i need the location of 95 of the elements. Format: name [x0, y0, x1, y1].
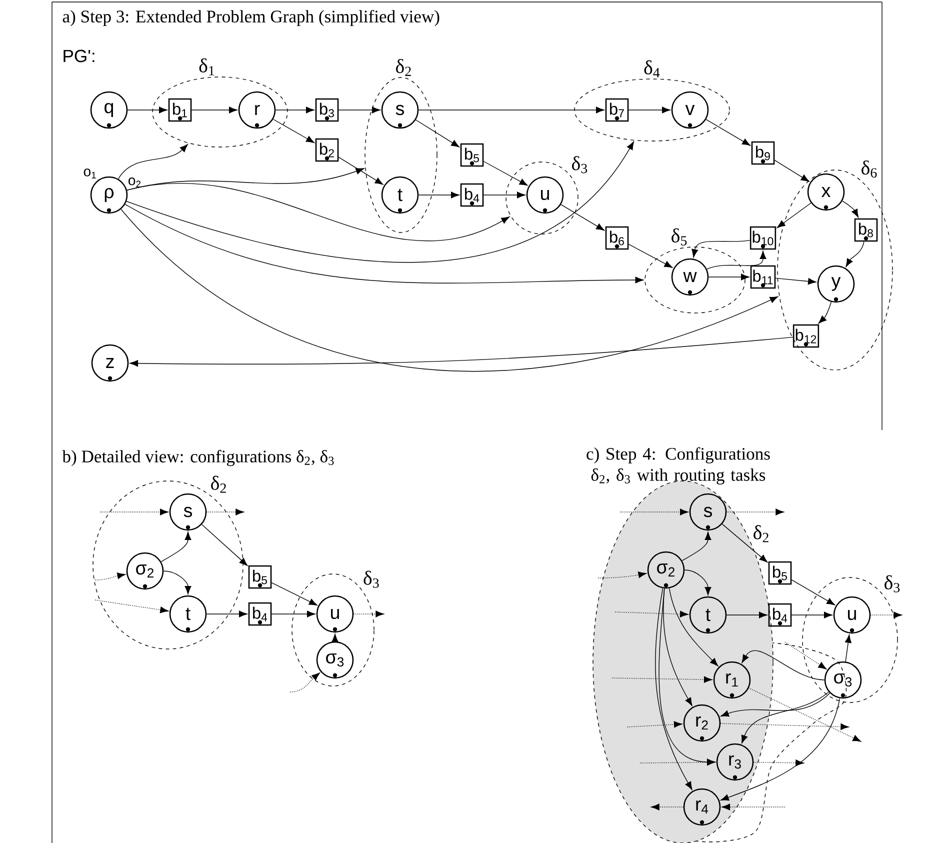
arrow — [124, 204, 644, 284]
arrow — [870, 612, 902, 618]
arrow — [126, 168, 364, 191]
arrow — [842, 200, 859, 218]
arrow — [682, 532, 712, 562]
arrow — [708, 274, 750, 280]
arrow — [720, 698, 840, 801]
binding-box: b$_{1}$ — [168, 98, 192, 122]
arrow — [275, 106, 314, 114]
node-label: 3 — [581, 164, 588, 174]
arrow — [620, 508, 688, 516]
arrow — [640, 759, 716, 766]
arrow — [668, 588, 718, 666]
arrow — [776, 202, 812, 228]
binding-box: b$_{3}$ — [315, 98, 339, 122]
arrow — [130, 336, 794, 367]
arrow — [100, 508, 168, 516]
arrow — [775, 278, 816, 285]
arrow — [163, 570, 192, 594]
arrow — [720, 692, 830, 717]
arrow — [271, 610, 316, 618]
arrow — [160, 532, 192, 562]
arrow — [418, 192, 460, 198]
arrow — [560, 204, 604, 231]
arrow — [753, 760, 804, 766]
arrow — [118, 144, 188, 180]
arrow — [483, 161, 528, 186]
arrow — [628, 106, 670, 114]
arrow — [120, 208, 778, 372]
heading: b) Detailed view: configurations δ$_{2}$, δ$_{3}$ — [62, 450, 334, 466]
arrow — [191, 106, 238, 114]
arrow — [483, 192, 526, 198]
arrow — [418, 106, 604, 114]
arrow — [127, 106, 168, 114]
arrow — [726, 508, 784, 516]
arrow — [332, 634, 338, 642]
arrow — [726, 612, 768, 618]
arrow — [818, 302, 832, 324]
binding-box: b$_{5}$ — [460, 143, 484, 167]
arrow — [290, 672, 320, 692]
arrow — [338, 156, 384, 185]
node-label: δ$_{4}$ — [644, 60, 660, 78]
arrow — [94, 572, 126, 580]
arrow — [415, 120, 460, 148]
arrow — [94, 600, 168, 614]
arrow — [272, 118, 314, 143]
arrow — [353, 610, 384, 618]
binding-box: b$_{9}$ — [751, 141, 775, 165]
arrow — [722, 804, 786, 810]
heading: a) Step 3: Extended Problem Graph (simplified view) — [62, 10, 440, 26]
arrow — [844, 634, 852, 662]
arrow — [706, 250, 766, 270]
arrow — [626, 721, 682, 728]
binding-box: b$_{7}$ — [605, 98, 629, 122]
binding-box: b$_{4}$ — [460, 183, 484, 207]
arrow — [612, 676, 712, 683]
binding-box: b$_{4}$ — [248, 602, 272, 626]
arrow — [722, 524, 768, 563]
arrow — [692, 240, 750, 258]
node-label: o — [84, 168, 91, 176]
node-label: δ$_{2}$ — [396, 59, 411, 76]
arrow — [271, 582, 318, 606]
binding-box: b$_{6}$ — [605, 226, 629, 250]
heading: PG': — [64, 50, 94, 62]
binding-box: b$_{5}$ — [248, 565, 272, 589]
binding-box: b$_{2}$ — [315, 138, 339, 162]
arrow — [784, 642, 827, 670]
arrow — [706, 119, 750, 146]
arrow — [338, 106, 380, 114]
arrow — [791, 612, 832, 618]
arrow — [126, 183, 510, 241]
arrow — [791, 579, 835, 606]
arrow — [684, 570, 712, 596]
node-label: 3 — [373, 578, 379, 588]
arrow — [654, 588, 692, 790]
arrow — [598, 572, 647, 578]
arrow — [206, 610, 248, 618]
arrow — [202, 524, 248, 566]
arrow — [614, 610, 688, 618]
arrow — [748, 688, 862, 742]
arrow — [720, 723, 849, 730]
arrow — [741, 692, 830, 744]
node-label: δ$_{1}$ — [199, 58, 214, 76]
arrow — [651, 804, 684, 810]
arrow — [742, 650, 825, 680]
binding-box: b$_{5}$ — [768, 561, 792, 585]
node-label: δ$_{5}$ — [672, 228, 687, 246]
arrow — [846, 241, 864, 267]
binding-box: b$_{10}$ — [750, 226, 776, 250]
arrow — [206, 508, 244, 516]
binding-box: b$_{4}$ — [768, 603, 792, 627]
arrow — [774, 160, 810, 182]
arrow — [628, 244, 673, 268]
arrow — [126, 141, 634, 263]
binding-box: b$_{8}$ — [854, 218, 878, 242]
